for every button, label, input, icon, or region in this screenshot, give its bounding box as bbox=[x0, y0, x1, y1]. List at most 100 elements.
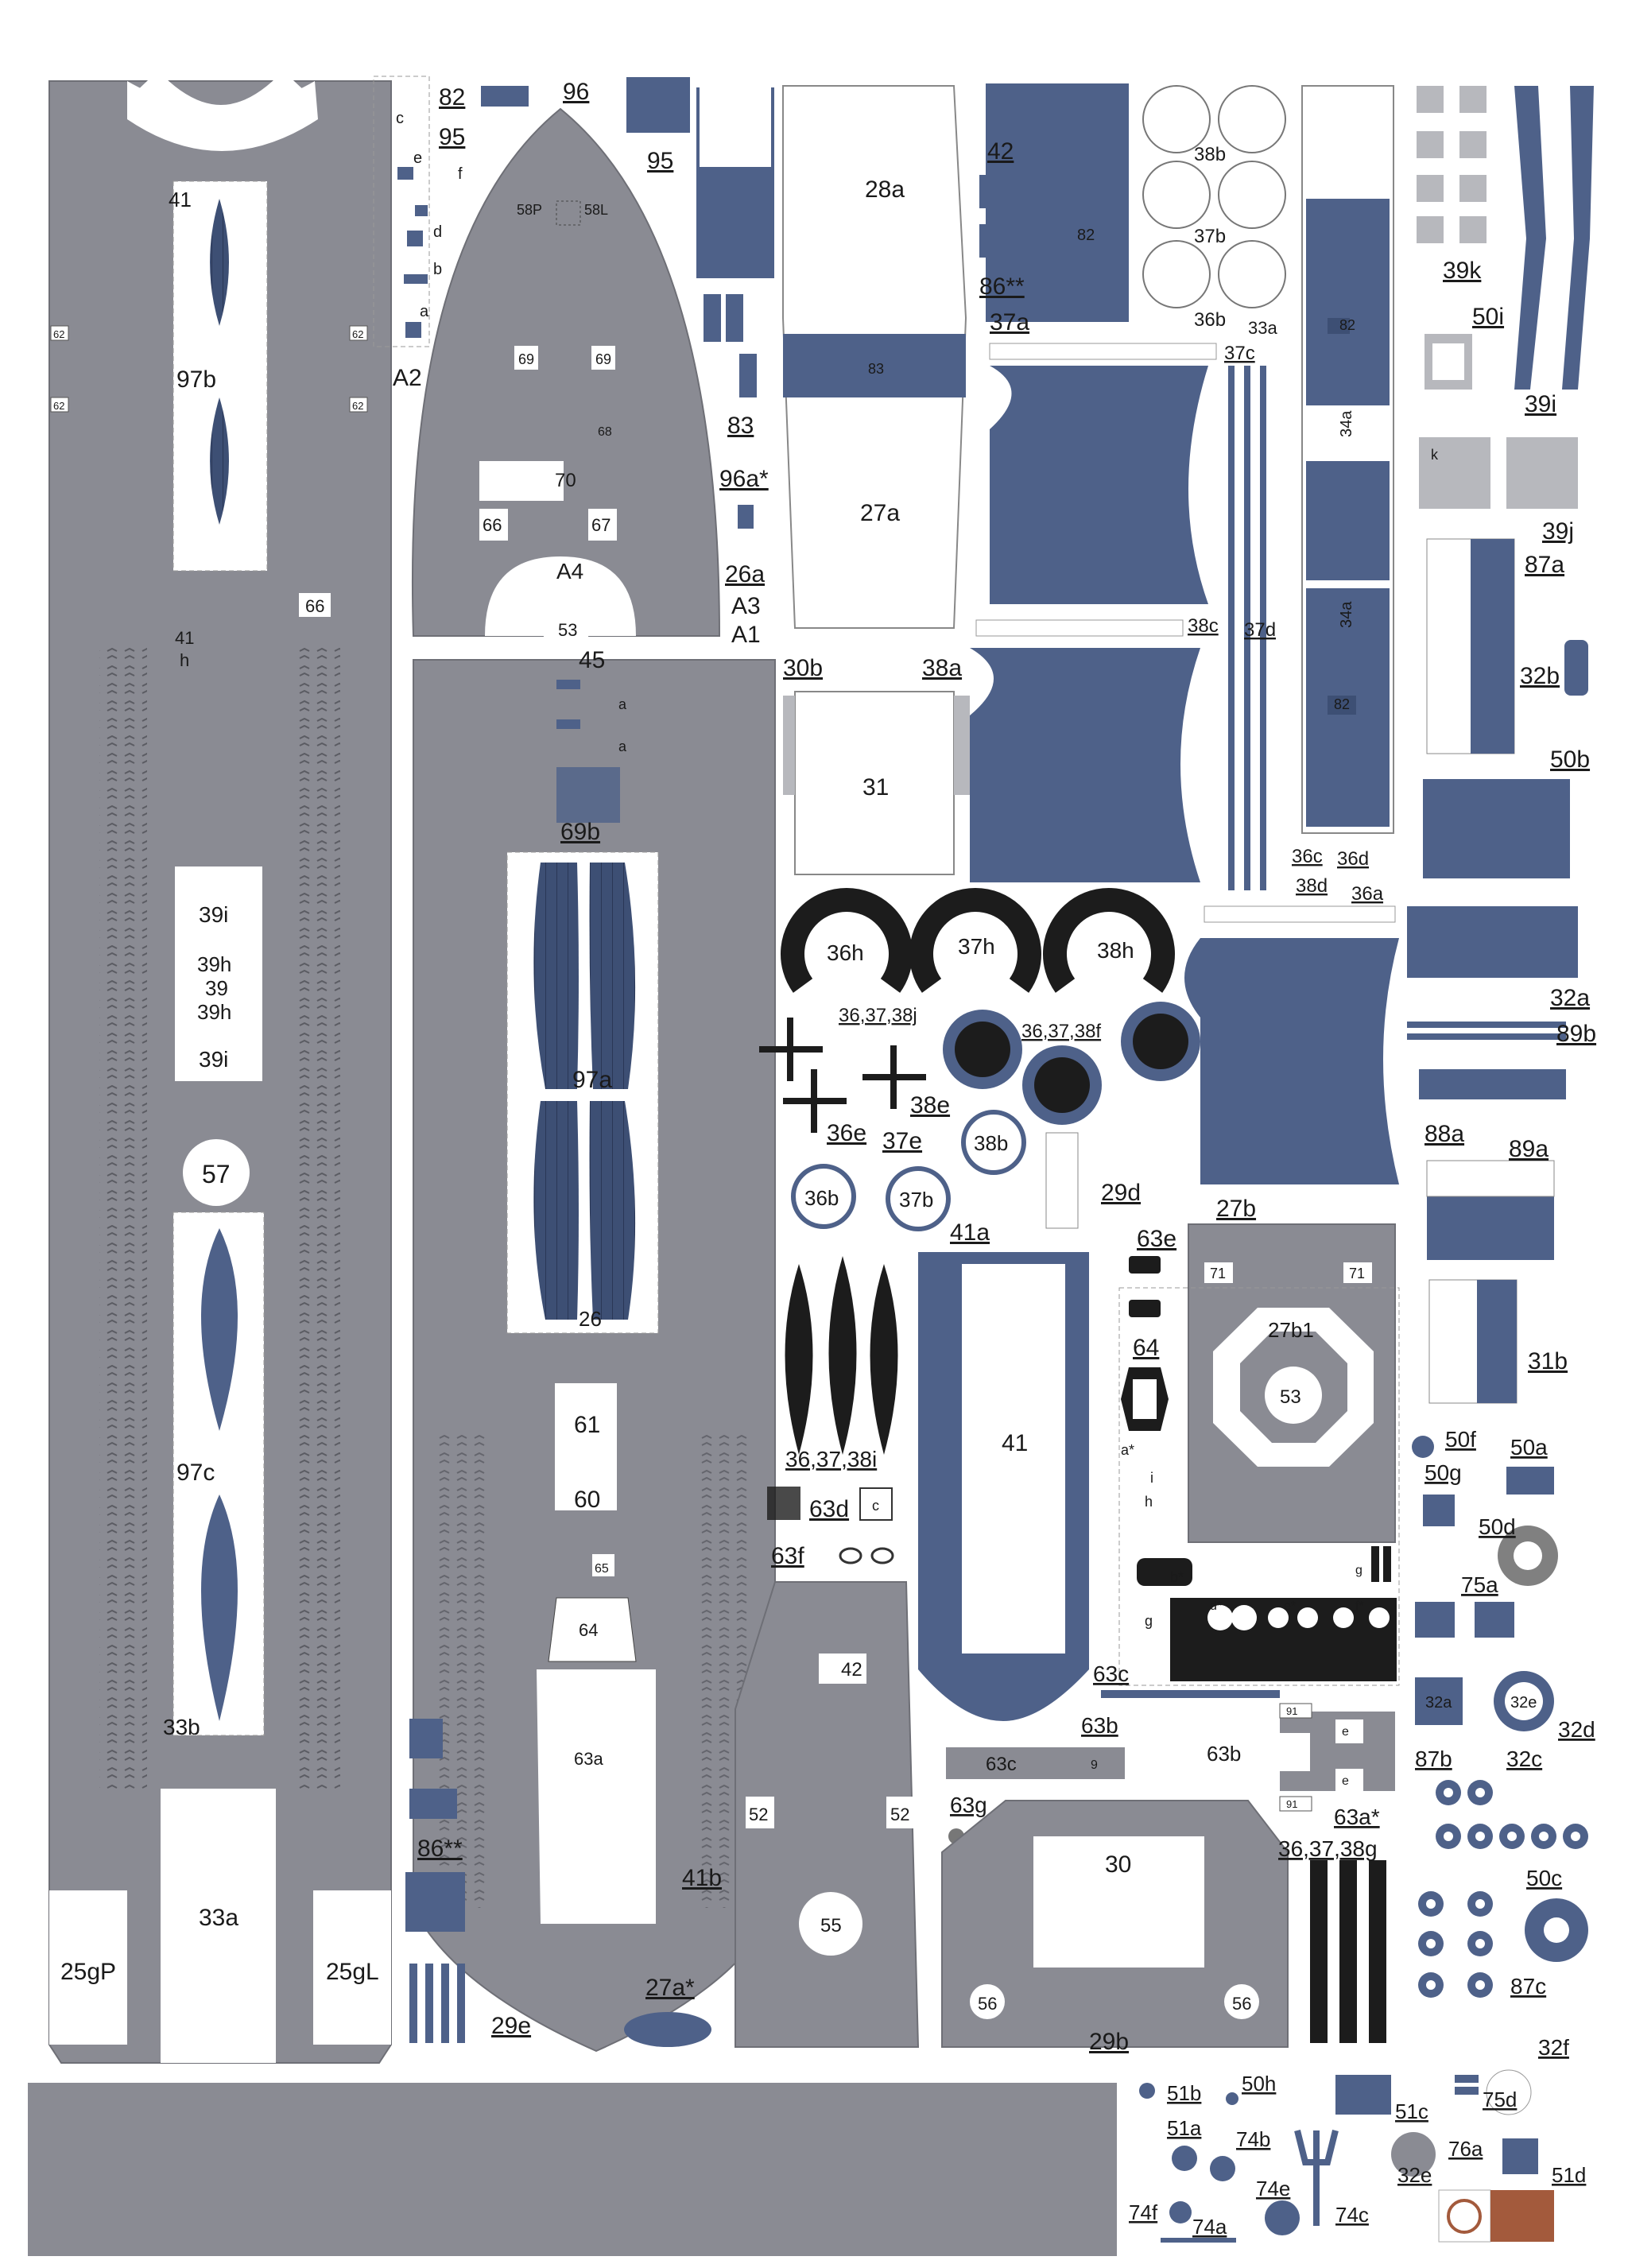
blue-panels: 42 86** 82 37a 37c 38c 37d 36c 36d 38d 3… bbox=[970, 83, 1399, 1184]
label-50c: 50c bbox=[1526, 1866, 1562, 1890]
label-63e: 63e bbox=[1137, 1226, 1176, 1252]
label-66: 66 bbox=[483, 515, 502, 535]
label-82: 82 bbox=[439, 84, 465, 110]
label-87a: 87a bbox=[1525, 552, 1564, 578]
label-39j: 39j bbox=[1542, 518, 1574, 545]
part-63-series: 63d c 63f 63c 63b 63c 9 63b e e 91 91 63… bbox=[767, 1487, 1395, 1844]
label-39: 39 bbox=[205, 976, 228, 1000]
label-51a: 51a bbox=[1167, 2116, 1202, 2140]
label-36-37-38j: 36,37,38j bbox=[839, 1005, 917, 1026]
label-41a: 41a bbox=[950, 1219, 990, 1246]
label-74f: 74f bbox=[1129, 2200, 1158, 2224]
label-27b1: 27b1 bbox=[1268, 1318, 1314, 1342]
label-32f: 32f bbox=[1538, 2035, 1569, 2060]
label-42: 42 bbox=[841, 1659, 862, 1681]
arc-and-ring-parts: 36h 37h 38h 36,37,38j 36,37,38f 38e 36e … bbox=[759, 888, 1200, 1231]
left-bottom-parts: 86** 29e 27a* bbox=[405, 1719, 711, 2047]
label-63c: 63c bbox=[986, 1754, 1017, 1775]
label-36c: 36c bbox=[1292, 846, 1323, 867]
label-38e: 38e bbox=[910, 1092, 950, 1118]
label-32d: 32d bbox=[1558, 1717, 1595, 1742]
label-26: 26 bbox=[579, 1307, 602, 1331]
label-g: g bbox=[1355, 1564, 1362, 1577]
part-83-blocks bbox=[704, 294, 757, 529]
label-74e: 74e bbox=[1256, 2177, 1290, 2200]
label-65: 65 bbox=[595, 1562, 609, 1576]
label-32b: 32b bbox=[1520, 663, 1560, 689]
main-deck-labels: 41 97b 62 62 62 62 66 41 h 39i 39h 39 39… bbox=[53, 188, 422, 1985]
label-89a: 89a bbox=[1509, 1136, 1549, 1162]
label-83: 83 bbox=[868, 361, 884, 377]
label-d-star: d* bbox=[1210, 1599, 1222, 1613]
label-82: 82 bbox=[1339, 317, 1355, 333]
label-29e: 29e bbox=[491, 2013, 531, 2039]
label-74a: 74a bbox=[1192, 2215, 1227, 2239]
right-mid-parts: 87a 32b 50b 32a 89b 88a 89a 31b bbox=[1407, 538, 1596, 1404]
label-52: 52 bbox=[749, 1805, 768, 1824]
label-82: 82 bbox=[1077, 227, 1095, 244]
label-f-star: f* bbox=[1355, 1599, 1364, 1613]
label-38c: 38c bbox=[1188, 615, 1219, 637]
label-97c: 97c bbox=[176, 1460, 215, 1486]
label-34a: 34a bbox=[1338, 601, 1355, 628]
label-41h-letter: h bbox=[180, 650, 189, 670]
label-50i: 50i bbox=[1472, 304, 1504, 330]
part-64-strip: 63e 64 a* i h b* g d* e* f* g bbox=[1118, 1226, 1400, 1686]
label-36e: 36e bbox=[827, 1120, 866, 1146]
label-87b: 87b bbox=[1415, 1747, 1452, 1771]
label-41: 41 bbox=[169, 188, 192, 211]
label-37e: 37e bbox=[882, 1128, 922, 1154]
label-86: 86** bbox=[417, 1836, 463, 1862]
label-k: k bbox=[1431, 447, 1439, 463]
label-38h: 38h bbox=[1097, 938, 1134, 963]
label-50h: 50h bbox=[1242, 2072, 1276, 2095]
label-89b: 89b bbox=[1556, 1021, 1596, 1047]
label-75d: 75d bbox=[1483, 2088, 1517, 2111]
label-33a: 33a bbox=[1248, 318, 1277, 338]
label-66: 66 bbox=[305, 596, 324, 616]
label-67: 67 bbox=[591, 515, 610, 535]
label-39i: 39i bbox=[199, 1047, 228, 1072]
label-45: 45 bbox=[579, 647, 605, 673]
label-30b: 30b bbox=[783, 655, 823, 681]
right-lower-parts: 50f 50a 50g 50d 75a 32a 32e 32d 32c 87b … bbox=[1412, 1427, 1595, 2115]
label-64: 64 bbox=[579, 1620, 598, 1640]
label-63c: 63c bbox=[1093, 1661, 1129, 1686]
label-33a: 33a bbox=[199, 1905, 238, 1931]
label-c: c bbox=[396, 110, 404, 127]
label-33b: 33b bbox=[163, 1715, 200, 1739]
label-68: 68 bbox=[598, 425, 612, 439]
label-56: 56 bbox=[978, 1994, 997, 2014]
label-71: 71 bbox=[1210, 1266, 1226, 1281]
label-27a-star: 27a* bbox=[645, 1975, 695, 2001]
top-box-parts: 28a 83 27a 30b 38a 31 bbox=[782, 85, 970, 875]
label-96a: 96a* bbox=[719, 466, 769, 492]
label-29b: 29b bbox=[1089, 2029, 1129, 2055]
label-37d: 37d bbox=[1244, 619, 1276, 641]
label-64: 64 bbox=[1133, 1335, 1159, 1361]
label-36a: 36a bbox=[1351, 883, 1384, 905]
label-63b: 63b bbox=[1081, 1713, 1118, 1738]
label-30: 30 bbox=[1105, 1851, 1131, 1878]
label-58L: 58L bbox=[584, 202, 608, 218]
label-26a: 26a bbox=[725, 561, 765, 587]
label-36h: 36h bbox=[827, 940, 864, 965]
label-42: 42 bbox=[987, 138, 1014, 165]
label-91: 91 bbox=[1286, 1798, 1297, 1810]
label-b-star: b* bbox=[1170, 1569, 1184, 1585]
label-a: a bbox=[420, 303, 429, 320]
label-A1: A1 bbox=[731, 622, 761, 648]
label-37b: 37b bbox=[899, 1188, 933, 1212]
label-e-star: e* bbox=[1284, 1599, 1296, 1613]
label-50a: 50a bbox=[1510, 1435, 1548, 1460]
label-82: 82 bbox=[1334, 696, 1350, 712]
label-51c: 51c bbox=[1395, 2099, 1428, 2123]
label-36b: 36b bbox=[1194, 309, 1226, 331]
label-39k: 39k bbox=[1443, 258, 1482, 284]
label-55: 55 bbox=[820, 1915, 842, 1937]
label-53: 53 bbox=[558, 620, 577, 640]
label-50d: 50d bbox=[1479, 1514, 1516, 1539]
label-69b: 69b bbox=[560, 819, 600, 845]
label-37h: 37h bbox=[958, 934, 995, 959]
label-h: h bbox=[1145, 1494, 1153, 1510]
